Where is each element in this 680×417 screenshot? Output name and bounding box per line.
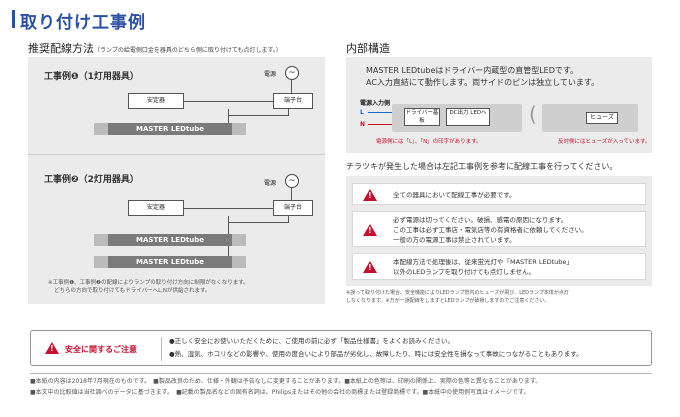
dc-output-box: DC出力 LEDへ: [446, 108, 490, 126]
tube-end-cap: [232, 123, 246, 135]
caption-fuse-side: 反対側にはヒューズが入っています。: [558, 139, 651, 145]
safety-warning-icon: !: [45, 342, 59, 354]
example2-title: 工事例❷（2灯用器具）: [44, 175, 139, 185]
warning-3-line-2: 以外のLEDランプを取り付けても点灯しません。: [393, 268, 536, 276]
pin-L: L: [360, 109, 364, 116]
safety-label: 安全に関するご注意: [65, 345, 137, 354]
driver-board: ドライバー基板: [404, 108, 440, 126]
page-title: 取り付け工事例: [20, 13, 146, 33]
power-input-label: 電源入力側: [360, 100, 391, 107]
wire: [228, 222, 288, 223]
example1-led-tube: MASTER LEDtube: [108, 123, 232, 135]
flicker-note: チラツキが発生した場合は左記工事例を参考に配線工事を行ってください。: [346, 162, 618, 171]
example1-title: 工事例❶（1灯用器具）: [44, 72, 139, 82]
wiring-note-1: ※工事例❶、工事例❷の配線によりランプの取り付け方向に制限がなくなります。: [48, 280, 249, 286]
warning-2-line-2: この工事は必ず工事店・電気店等の有資格者に依頼してください。: [393, 226, 588, 234]
pin-N: N: [360, 121, 366, 128]
warning-row-1: ! 全ての器具において配線工事が必要です。: [352, 183, 646, 205]
footer-line-1: ■本紙の内容は2018年7月現在のものです。 ■製品改良のため、仕様・外観は予告…: [30, 378, 542, 385]
tube-end-cap: [94, 234, 108, 246]
example1-ballast: 安定器: [128, 93, 184, 109]
safety-notice-box: ! 安全に関するご注意 ●正しく安全にお使いいただくために、ご使用の前に必ず「製…: [30, 330, 652, 366]
warning-2-line-1: 必ず電源は切ってください。破損、感電の原因になります。: [393, 216, 568, 224]
safety-divider: [161, 337, 162, 361]
wire: [288, 216, 289, 223]
wiring-note-2: どちらの方向で取り付けてもドライバーへL,Nが供給されます。: [54, 288, 211, 294]
wire: [228, 109, 229, 123]
example2-terminal-block: 端子台: [273, 200, 313, 216]
structure-desc-1: MASTER LEDtubeはドライバー内蔵型の直管型LEDです。: [366, 66, 579, 75]
divider: [28, 154, 325, 155]
tube-end-cap: [94, 256, 108, 268]
wire: [184, 101, 273, 102]
warning-3-line-1: 本配線方法で処理後は、従来蛍光灯や「MASTER LEDtube」: [393, 258, 573, 266]
misinstall-note-2: しなくなります。※万が一誤配線をしますとLEDランプが破損しますのでご注意くださ…: [346, 298, 550, 304]
footer-line-2: ■本文中の比較値は当社調べのデータに基づきます。 ■記載の製品名などの固有名詞は…: [30, 389, 530, 396]
wire-L: [368, 112, 392, 113]
wiring-heading-text: 推奨配線方法: [28, 42, 94, 55]
tube-end-cap: [232, 234, 246, 246]
warning-1-line-1: 全ての器具において配線工事が必要です。: [393, 191, 516, 199]
warning-row-2: ! 必ず電源は切ってください。破損、感電の原因になります。 この工事は必ず工事店…: [352, 211, 646, 247]
tube-end-cap: [94, 123, 108, 135]
example2-power-label: 電源: [264, 180, 277, 187]
example2-ballast: 安定器: [128, 200, 184, 216]
wiring-heading: 推奨配線方法（ランプの給電側口金を器具のどちら側に取り付けても点灯します。）: [28, 40, 282, 56]
structure-desc-2: AC入力直結にて動作します。両サイドのピンは独立しています。: [366, 78, 600, 87]
wire: [291, 188, 292, 200]
structure-panel: MASTER LEDtubeはドライバー内蔵型の直管型LEDです。 AC入力直結…: [346, 57, 652, 153]
example2-led-tube-1: MASTER LEDtube: [108, 234, 232, 246]
wiring-heading-note: （ランプの給電側口金を器具のどちら側に取り付けても点灯します。）: [94, 47, 282, 54]
wire: [291, 80, 292, 93]
safety-line-2: ●熱、湿気、ホコリなどの影響や、使用の度合いにより部品が劣化し、故障したり、時に…: [169, 350, 583, 358]
misinstall-note-1: ※誤って取り付けた場合、安全機能によりLEDランプ管内のヒューズが飛び、LEDラ…: [346, 290, 569, 296]
ac-source-icon: ~: [285, 174, 299, 188]
warning-2-line-3: 一般の方の電源工事は禁止されています。: [393, 236, 516, 244]
example2-led-tube-2: MASTER LEDtube: [108, 256, 232, 268]
warning-icon: !: [363, 261, 377, 273]
wire: [228, 115, 288, 116]
tube-end-cap: [232, 256, 246, 268]
example1-terminal-block: 端子台: [273, 93, 313, 109]
warning-row-3: ! 本配線方法で処理後は、従来蛍光灯や「MASTER LEDtube」 以外のL…: [352, 253, 646, 280]
wire-N: [368, 124, 392, 125]
footer-divider: [30, 373, 652, 374]
wire: [184, 208, 273, 209]
internal-structure-heading: 内部構造: [346, 42, 390, 55]
break-symbol: (: [529, 102, 537, 126]
wire: [288, 109, 289, 116]
title-accent-bar: [12, 10, 15, 28]
example1-power-label: 電源: [264, 71, 277, 78]
warning-icon: !: [363, 189, 377, 201]
warning-icon: !: [363, 224, 377, 236]
caption-power-side: 電源側には「L」、「N」の印字があります。: [376, 139, 482, 145]
ac-source-icon: ~: [285, 66, 299, 80]
fuse-box: ヒューズ: [586, 112, 618, 124]
wiring-panel: 工事例❶（1灯用器具） 電源 ~ 安定器 端子台 MASTER LEDtube …: [28, 57, 325, 304]
warnings-panel: ! 全ての器具において配線工事が必要です。 ! 必ず電源は切ってください。破損、…: [346, 176, 652, 286]
safety-line-1: ●正しく安全にお使いいただくために、ご使用の前に必ず「製品仕様書」をよくお読みく…: [169, 337, 454, 345]
